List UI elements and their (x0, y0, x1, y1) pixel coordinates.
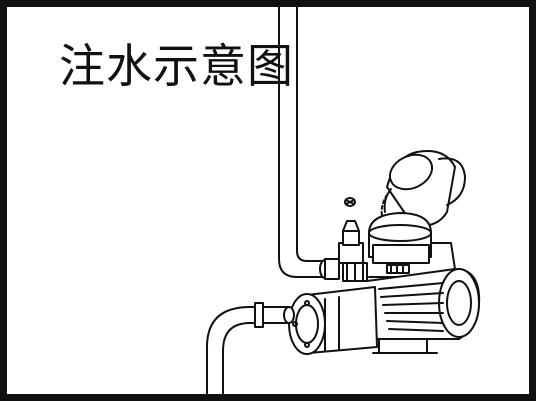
pump-motor (366, 268, 481, 354)
pump-top-housing (368, 212, 456, 278)
pump-volute (288, 286, 378, 355)
discharge-pipe (278, 7, 340, 280)
diagram-title: 注水示意图 (59, 39, 294, 93)
suction-pipe (206, 302, 295, 394)
pump-priming-illustration (206, 7, 481, 394)
priming-port (338, 220, 368, 282)
plug-screw (344, 197, 356, 207)
